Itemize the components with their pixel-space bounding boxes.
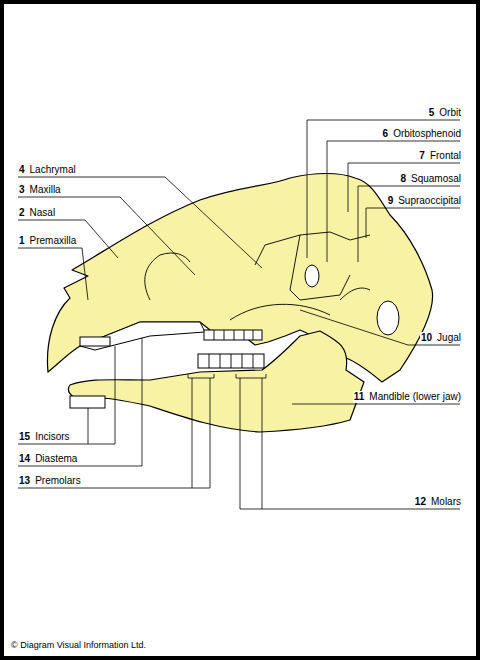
part-label: Premolars [34,475,82,487]
part-label: Orbitosphenoid [392,128,462,140]
callout-number: 4 [18,164,26,176]
part-label: Supraoccipital [397,195,462,207]
leader-line [18,177,262,268]
callout-number: 8 [399,173,407,185]
callout-number: 3 [18,184,26,196]
suture-lines [145,232,370,320]
callout-number: 7 [418,150,426,162]
diastema-gap [80,322,205,350]
leader-line [18,197,195,275]
part-label: Incisors [34,431,70,443]
leader-line [18,374,214,488]
part-label: Nasal [29,207,57,219]
callout-number: 5 [428,107,436,119]
ear-opening [377,301,399,335]
leader-line [18,248,88,300]
callout-number: 2 [18,207,26,219]
part-label: Premaxilla [29,235,78,247]
callout-number: 11 [353,391,366,403]
callout-number: 10 [420,332,433,344]
callout-number: 9 [387,195,395,207]
part-label: Jugal [436,332,462,344]
callout-number: 6 [382,128,390,140]
mandible [69,331,365,432]
part-label: Mandible (lower jaw) [368,391,462,403]
leader-line [18,220,118,258]
orbit-foramen [305,265,319,287]
callout-number: 13 [18,475,31,487]
molar-dividers [209,330,253,368]
lower-incisor-box [70,396,105,408]
part-label: Maxilla [29,184,62,196]
callout-number: 14 [18,453,31,465]
upper-incisor-box [80,337,110,346]
leader-line [18,338,142,466]
callout-number: 15 [18,431,31,443]
copyright-note: © Diagram Visual Information Ltd. [10,640,147,651]
part-label: Orbit [438,107,462,119]
callout-number: 1 [18,235,26,247]
part-label: Frontal [429,150,462,162]
part-label: Squamosal [410,173,462,185]
callout-number: 12 [414,496,427,508]
leader-line [18,346,115,444]
part-label: Lachrymal [29,164,77,176]
leader-line [366,208,460,238]
cranium [47,174,432,383]
leader-line [292,404,460,405]
part-label: Diastema [34,453,78,465]
part-label: Molars [430,496,462,508]
